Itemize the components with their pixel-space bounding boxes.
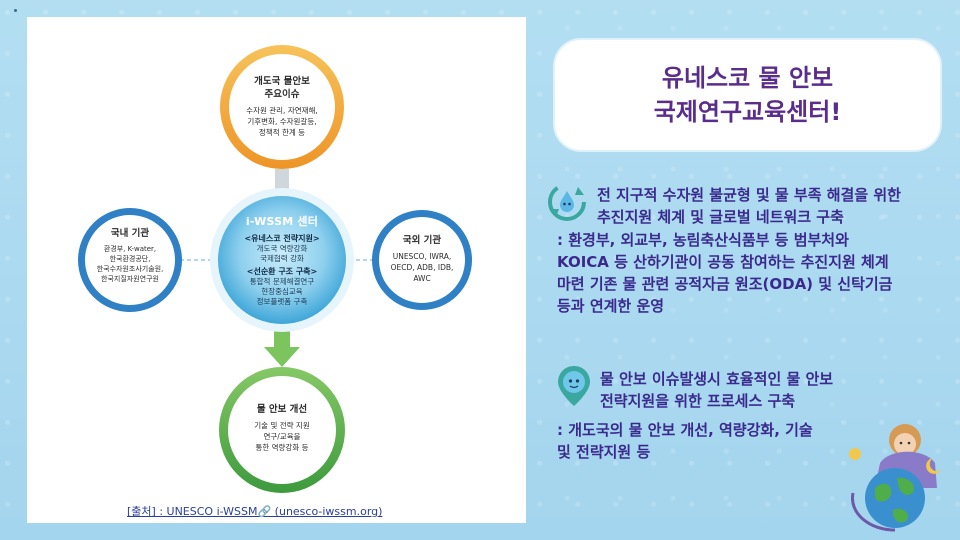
down-arrow-shaft xyxy=(274,327,290,347)
down-arrow-icon xyxy=(264,347,300,367)
center-block2-body: 통합적 문제해결연구 현장중심교육 정보플랫폼 구축 xyxy=(249,277,315,306)
bottom-circle-title: 물 안보 개선 xyxy=(256,404,308,415)
right-circle-content: 국외 기관 UNESCO, IWRA, OECD, ADB, IDB, AWC xyxy=(377,234,467,284)
right-circle-body: UNESCO, IWRA, OECD, ADB, IDB, AWC xyxy=(390,252,454,283)
section2-heading-line2: 전략지원을 위한 프로세스 구축 xyxy=(600,392,796,410)
left-circle-content: 국내 기관 환경부, K-water, 한국환경공단, 한국수자원조사기술원, … xyxy=(80,227,180,284)
right-circle-title: 국외 기관 xyxy=(402,235,442,246)
top-circle-title: 개도국 물안보 주요이슈 xyxy=(254,76,310,100)
title-line-2: 국제연구교육센터! xyxy=(653,98,842,126)
section1-heading: 전 지구적 수자원 불균형 및 물 부족 해결을 위한 추진지원 체계 및 글로… xyxy=(597,184,901,228)
section1-body: : 환경부, 외교부, 농림축산식품부 등 범부처와 KOICA 등 산하기관이… xyxy=(557,229,892,317)
left-circle-inner xyxy=(85,215,175,305)
section1-heading-line1: 전 지구적 수자원 불균형 및 물 부족 해결을 위한 xyxy=(597,186,901,204)
section1-body-line4: 등과 연계한 운영 xyxy=(557,297,665,315)
center-block1-title: <유네스코 전략지원> xyxy=(244,234,320,243)
center-block2-title: <선순환 구조 구축> xyxy=(246,267,318,276)
center-block-cycle: <선순환 구조 구축> 통합적 문제해결연구 현장중심교육 정보플랫폼 구축 xyxy=(227,267,337,307)
section2-heading: 물 안보 이슈발생시 효율적인 물 안보 전략지원을 위한 프로세스 구축 xyxy=(600,368,833,412)
title-line-1: 유네스코 물 안보 xyxy=(661,64,834,92)
location-pin-icon xyxy=(556,364,592,412)
diagram-panel: 개도국 물안보 주요이슈 수자원 관리, 자연재해, 기후변화, 수자원갈등, … xyxy=(27,17,526,523)
section1-body-line3: 마련 기존 물 관련 공적자금 원조(ODA) 및 신탁기금 xyxy=(557,275,893,293)
source-link[interactable]: [출처] : UNESCO i-WSSM🔗 (unesco-iwssm.org) xyxy=(127,505,383,518)
section2-heading-line1: 물 안보 이슈발생시 효율적인 물 안보 xyxy=(600,370,834,388)
left-circle-title: 국내 기관 xyxy=(110,228,150,239)
center-circle-content: i-WSSM 센터 <유네스코 전략지원> 개도국 역량강화 국제협력 강화 <… xyxy=(227,213,337,307)
center-block1-body: 개도국 역량강화 국제협력 강화 xyxy=(256,244,308,263)
top-circle-body: 수자원 관리, 자연재해, 기후변화, 수자원갈등, 정책적 한계 등 xyxy=(246,106,318,137)
decorative-dot xyxy=(14,9,17,12)
water-cycle-icon xyxy=(547,182,587,226)
right-circle-inner xyxy=(379,217,465,303)
section1-body-line1: : 환경부, 외교부, 농림축산식품부 등 범부처와 xyxy=(557,231,849,249)
section2-body-line1: : 개도국의 물 안보 개선, 역량강화, 기술 xyxy=(557,421,813,439)
earth-character-illustration xyxy=(845,418,945,537)
bottom-circle-inner xyxy=(228,376,336,484)
center-brand-label: i-WSSM 센터 xyxy=(245,215,319,228)
bottom-circle-body: 기술 및 전략 지원 연구/교육을 통한 역량강화 등 xyxy=(254,421,310,452)
bottom-circle-content: 물 안보 개선 기술 및 전략 지원 연구/교육을 통한 역량강화 등 xyxy=(232,403,332,453)
top-circle-inner xyxy=(229,54,335,160)
section2-body-line2: 및 전략지원 등 xyxy=(557,443,651,461)
center-block-strategy: <유네스코 전략지원> 개도국 역량강화 국제협력 강화 xyxy=(227,234,337,264)
center-circle xyxy=(218,196,346,324)
section1-heading-line2: 추진지원 체계 및 글로벌 네트워크 구축 xyxy=(597,208,844,226)
title-box: 유네스코 물 안보 국제연구교육센터! xyxy=(555,40,940,150)
section1-body-line2: KOICA 등 산하기관이 공동 참여하는 추진지원 체계 xyxy=(557,253,889,271)
left-circle-body: 환경부, K-water, 한국환경공단, 한국수자원조사기술원, 한국지질자원… xyxy=(96,245,164,283)
diagram-graphic xyxy=(78,45,472,493)
section2-body: : 개도국의 물 안보 개선, 역량강화, 기술 및 전략지원 등 xyxy=(557,419,813,463)
top-circle-content: 개도국 물안보 주요이슈 수자원 관리, 자연재해, 기후변화, 수자원갈등, … xyxy=(232,75,332,138)
